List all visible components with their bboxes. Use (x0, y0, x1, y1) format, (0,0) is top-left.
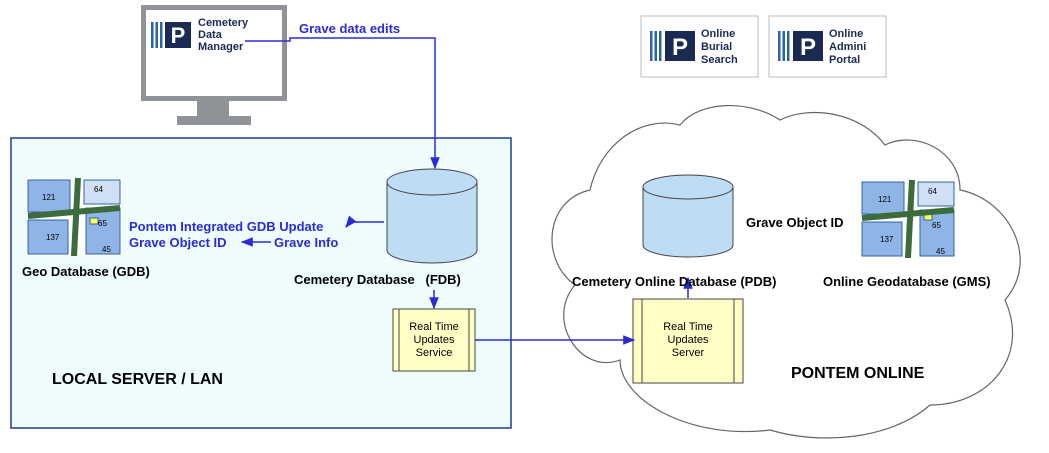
logo-letter: P (171, 23, 186, 48)
grave-object-id-local-label: Grave Object ID (129, 235, 227, 250)
desktop-monitor: P Cemetery Data Manager (141, 5, 287, 125)
svg-text:Server: Server (672, 347, 705, 359)
svg-text:Online: Online (701, 28, 735, 40)
geo-database-map-thumbnail: 121 137 64 65 45 (26, 177, 122, 257)
svg-text:Burial: Burial (701, 41, 732, 53)
svg-text:Online: Online (829, 28, 863, 40)
svg-text:Portal: Portal (829, 54, 860, 66)
integrated-update-label: Pontem Integrated GDB Update (129, 219, 323, 234)
cemetery-database-label: Cemetery Database (FDB) (294, 272, 461, 287)
svg-text:121: 121 (878, 195, 892, 204)
geo-database-label: Geo Database (GDB) (22, 264, 150, 279)
online-burial-search-logo: P Online Burial Search (640, 15, 759, 78)
pontem-online-cloud (551, 104, 1021, 439)
logo-letter: P (672, 34, 688, 61)
cemetery-online-database-label: Cemetery Online Database (PDB) (572, 274, 776, 289)
grave-data-edits-label: Grave data edits (299, 21, 400, 36)
local-server-label: LOCAL SERVER / LAN (52, 371, 223, 388)
online-geodatabase-map-thumbnail: 121 137 64 65 45 (860, 179, 956, 259)
grave-info-label: Grave Info (274, 235, 338, 250)
svg-text:45: 45 (936, 247, 945, 256)
svg-text:137: 137 (880, 235, 894, 244)
svg-text:64: 64 (928, 187, 937, 196)
svg-text:Updates: Updates (668, 334, 709, 346)
svg-text:Search: Search (701, 54, 738, 66)
real-time-updates-service-box: Real Time Updates Service (392, 308, 476, 372)
svg-text:65: 65 (932, 221, 941, 230)
app-name-line-1: Cemetery (198, 17, 249, 29)
cemetery-online-database-cylinder (642, 174, 734, 258)
svg-text:Service: Service (416, 347, 453, 359)
logo-letter: P (800, 34, 816, 61)
gdb-update-arrow (345, 215, 384, 228)
svg-text:Real Time: Real Time (663, 321, 713, 333)
svg-text:Admini: Admini (829, 41, 866, 53)
cemetery-database-cylinder (386, 168, 478, 264)
svg-text:Updates: Updates (414, 334, 455, 346)
svg-text:Real Time: Real Time (409, 321, 459, 333)
pontem-online-label: PONTEM ONLINE (791, 365, 925, 382)
online-geodatabase-label: Online Geodatabase (GMS) (823, 274, 991, 289)
svg-text:137: 137 (46, 233, 60, 242)
svg-text:45: 45 (102, 245, 111, 254)
app-name-line-3: Manager (198, 41, 244, 53)
svg-text:64: 64 (94, 185, 103, 194)
app-name-line-2: Data (198, 29, 223, 41)
grave-object-id-online-label: Grave Object ID (746, 215, 844, 230)
svg-text:121: 121 (42, 193, 56, 202)
grave-data-edits-arrow (245, 37, 440, 170)
svg-text:65: 65 (98, 219, 107, 228)
real-time-updates-server-box: Real Time Updates Server (632, 298, 744, 384)
cemetery-data-manager-logo: P Cemetery Data Manager (151, 17, 249, 53)
online-admin-portal-logo: P Online Admini Portal (768, 15, 887, 78)
